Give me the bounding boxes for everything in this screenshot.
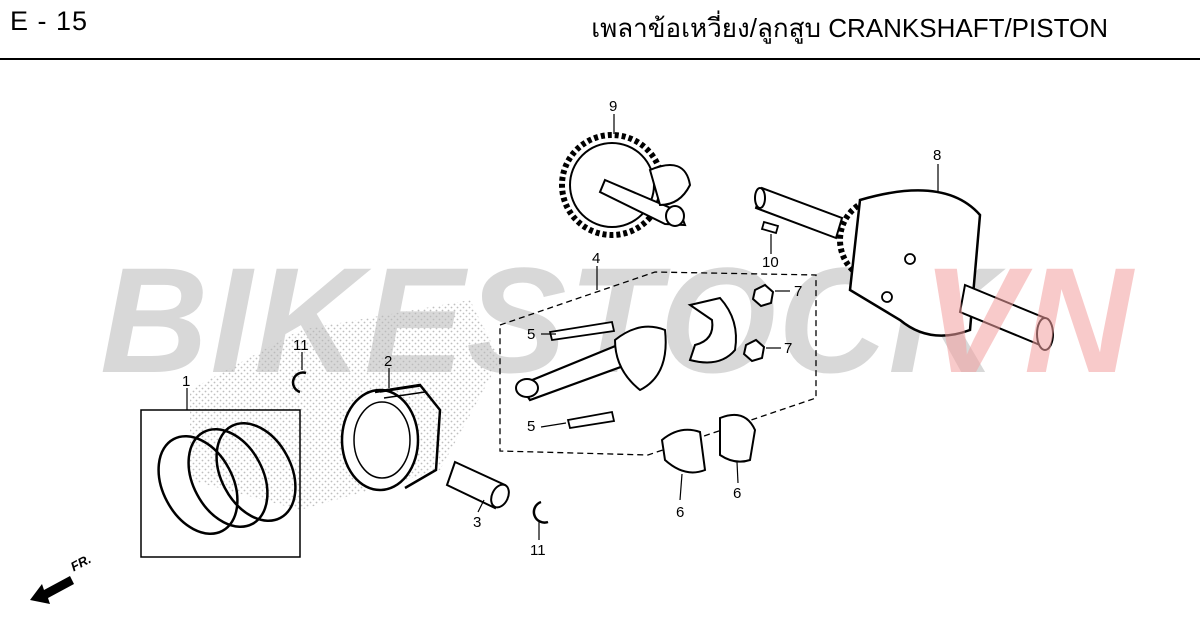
callout-10: 10 xyxy=(762,254,779,271)
leader-lines xyxy=(186,114,939,540)
watermark-text-accent: VN xyxy=(922,236,1135,404)
callout-1: 1 xyxy=(182,373,190,390)
callout-3: 3 xyxy=(473,514,481,531)
callout-6-right: 6 xyxy=(733,485,741,502)
callout-5-lower: 5 xyxy=(527,418,535,435)
callout-labels: 1 2 3 4 5 5 6 6 7 7 8 9 10 11 11 xyxy=(182,98,941,559)
callout-9: 9 xyxy=(609,98,617,115)
callout-7-lower: 7 xyxy=(784,340,792,357)
stipple-shading xyxy=(190,300,500,510)
callout-7-upper: 7 xyxy=(794,283,802,300)
page-number: E - 15 xyxy=(10,6,89,36)
callout-4: 4 xyxy=(592,250,600,267)
callout-2: 2 xyxy=(384,353,392,370)
piston xyxy=(340,383,442,492)
page-title: เพลาข้อเหวี่ยง/ลูกสูบ CRANKSHAFT/PISTON xyxy=(591,13,1108,43)
piston-pin xyxy=(445,460,510,510)
callout-8: 8 xyxy=(933,147,941,164)
crankshaft-key xyxy=(760,220,780,235)
crankshaft xyxy=(754,186,1054,351)
crankpin-bearings xyxy=(660,414,757,474)
piston-ring-set xyxy=(140,409,301,558)
callout-6-left: 6 xyxy=(676,504,684,521)
front-direction-arrow-icon xyxy=(30,576,74,604)
piston-pin-clips xyxy=(291,371,549,524)
callout-11-right: 11 xyxy=(530,542,546,559)
callout-5-upper: 5 xyxy=(527,326,535,343)
header-divider xyxy=(0,58,1200,60)
callout-11-left: 11 xyxy=(293,337,309,354)
connecting-rod-assembly xyxy=(499,271,817,456)
balancer-shaft-gear xyxy=(559,132,692,238)
connecting-rod-nuts xyxy=(742,283,775,363)
